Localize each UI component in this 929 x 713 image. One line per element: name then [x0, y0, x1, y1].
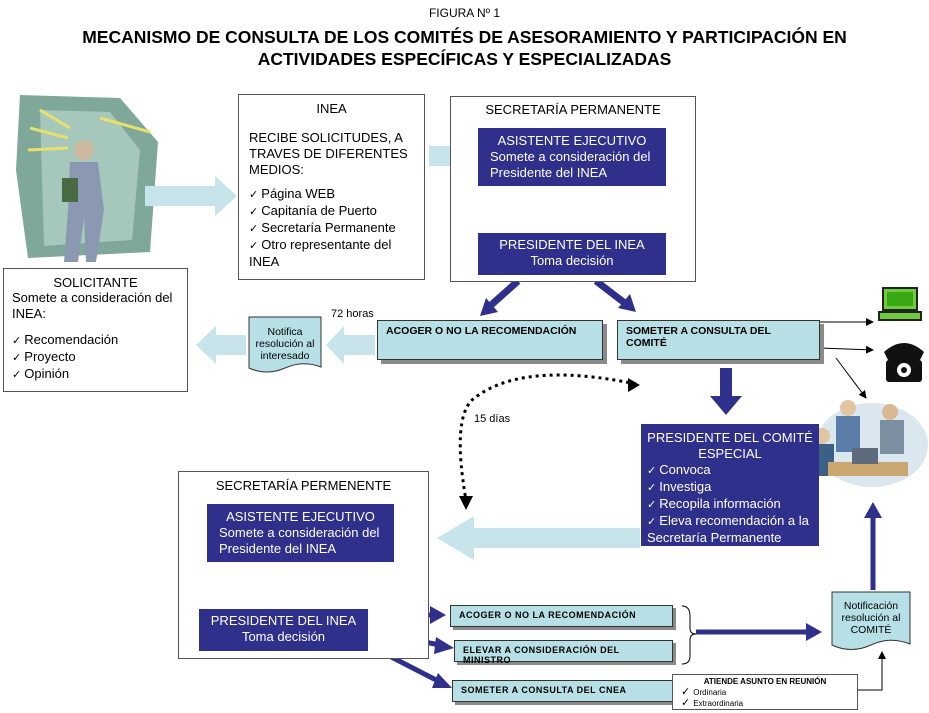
- presidente-comite-title: PRESIDENTE DEL COMITÉ ESPECIAL: [647, 430, 813, 461]
- asistente-ejecutivo-bottom: ASISTENTE EJECUTIVO Somete a consideraci…: [207, 504, 394, 562]
- someter-consulta-comite-bar: SOMETER A CONSULTA DEL COMITÉ: [617, 320, 820, 360]
- reunion-item: Ordinaria: [681, 687, 849, 698]
- notifica-interesado-doc: Notifica resolución al interesado: [255, 326, 315, 362]
- presidente-comite-item: Investiga: [647, 479, 813, 496]
- solicitante-list: Recomendación Proyecto Opinión: [12, 332, 179, 383]
- presidente-bottom-title: PRESIDENTE DEL INEA: [210, 613, 357, 628]
- presidente-top-title: PRESIDENTE DEL INEA: [499, 237, 645, 252]
- secretaria-bottom-title: SECRETARÍA PERMENENTE: [215, 478, 392, 493]
- presidente-comite-item: Eleva recomendación a la Secretaría Perm…: [647, 513, 813, 546]
- inea-description: RECIBE SOLICITUDES, A TRAVES DE DIFERENT…: [249, 130, 408, 177]
- inea-box: INEA RECIBE SOLICITUDES, A TRAVES DE DIF…: [238, 94, 425, 280]
- asistente-ejecutivo-top: ASISTENTE EJECUTIVO Somete a consideraci…: [478, 128, 666, 186]
- diagram-title: MECANISMO DE CONSULTA DE LOS COMITÉS DE …: [0, 26, 929, 70]
- inea-channel-item: Secretaría Permanente: [249, 220, 414, 237]
- title-line-1: MECANISMO DE CONSULTA DE LOS COMITÉS DE …: [82, 27, 847, 47]
- meeting-icon: [812, 400, 928, 487]
- telephone-icon: [884, 343, 924, 382]
- presidente-comite-list: Convoca Investiga Recopila información E…: [647, 462, 813, 546]
- solicitante-box: SOLICITANTE Somete a consideración del I…: [3, 268, 188, 392]
- reunion-list: Ordinaria Extraordinaria: [681, 687, 849, 709]
- solicitante-title: SOLICITANTE: [53, 275, 138, 290]
- inea-channel-item: Capitanía de Puerto: [249, 203, 414, 220]
- solicitante-text: Somete a consideración del INEA:: [12, 290, 173, 321]
- acoger-recomendacion-bar: ACOGER O NO LA RECOMENDACIÓN: [377, 320, 603, 360]
- computer-icon: [878, 287, 922, 321]
- secretaria-top-title: SECRETARÍA PERMANENTE: [485, 102, 661, 117]
- presidente-comite-especial: PRESIDENTE DEL COMITÉ ESPECIAL Convoca I…: [641, 424, 819, 546]
- label-15-dias: 15 días: [474, 413, 511, 425]
- title-line-2: ACTIVIDADES ESPECÍFICAS Y ESPECIALIZADAS: [257, 49, 672, 69]
- reunion-item: Extraordinaria: [681, 698, 849, 709]
- option-someter-cnea: SOMETER A CONSULTA DEL CNEA: [452, 680, 673, 702]
- inea-title: INEA: [316, 101, 347, 116]
- presidente-top-text: Toma decisión: [530, 253, 614, 268]
- inea-channel-item: Página WEB: [249, 186, 414, 203]
- asistente-top-text: Somete a consideración del Presidente de…: [490, 149, 651, 180]
- reunion-box: ATIENDE ASUNTO EN REUNIÓN Ordinaria Extr…: [672, 674, 858, 710]
- reunion-title: ATIENDE ASUNTO EN REUNIÓN: [703, 677, 827, 686]
- asistente-bottom-text: Somete a consideración del Presidente de…: [219, 525, 380, 556]
- notificacion-comite-doc: Notificación resolución al COMITÉ: [841, 600, 901, 636]
- presidente-bottom-text: Toma decisión: [241, 629, 326, 644]
- option-acoger: ACOGER O NO LA RECOMENDACIÓN: [450, 605, 673, 627]
- asistente-bottom-title: ASISTENTE EJECUTIVO: [226, 509, 375, 524]
- solicitante-item: Recomendación: [12, 332, 179, 349]
- presidente-inea-bottom: PRESIDENTE DEL INEA Toma decisión: [199, 609, 368, 651]
- figure-label: FIGURA Nº 1: [428, 6, 501, 20]
- option-elevar-ministro: ELEVAR A CONSIDERACIÓN DEL MINISTRO: [454, 640, 673, 665]
- inea-channel-item: Otro representante del INEA: [249, 237, 414, 270]
- solicitante-item: Opinión: [12, 366, 179, 383]
- presidente-comite-item: Convoca: [647, 462, 813, 479]
- inea-channel-list: Página WEB Capitanía de Puerto Secretarí…: [249, 186, 414, 270]
- label-72-horas: 72 horas: [331, 308, 374, 320]
- solicitante-item: Proyecto: [12, 349, 179, 366]
- presidente-inea-top: PRESIDENTE DEL INEA Toma decisión: [478, 233, 666, 275]
- person-icon: [16, 95, 158, 262]
- asistente-top-title: ASISTENTE EJECUTIVO: [497, 133, 647, 148]
- presidente-comite-item: Recopila información: [647, 496, 813, 513]
